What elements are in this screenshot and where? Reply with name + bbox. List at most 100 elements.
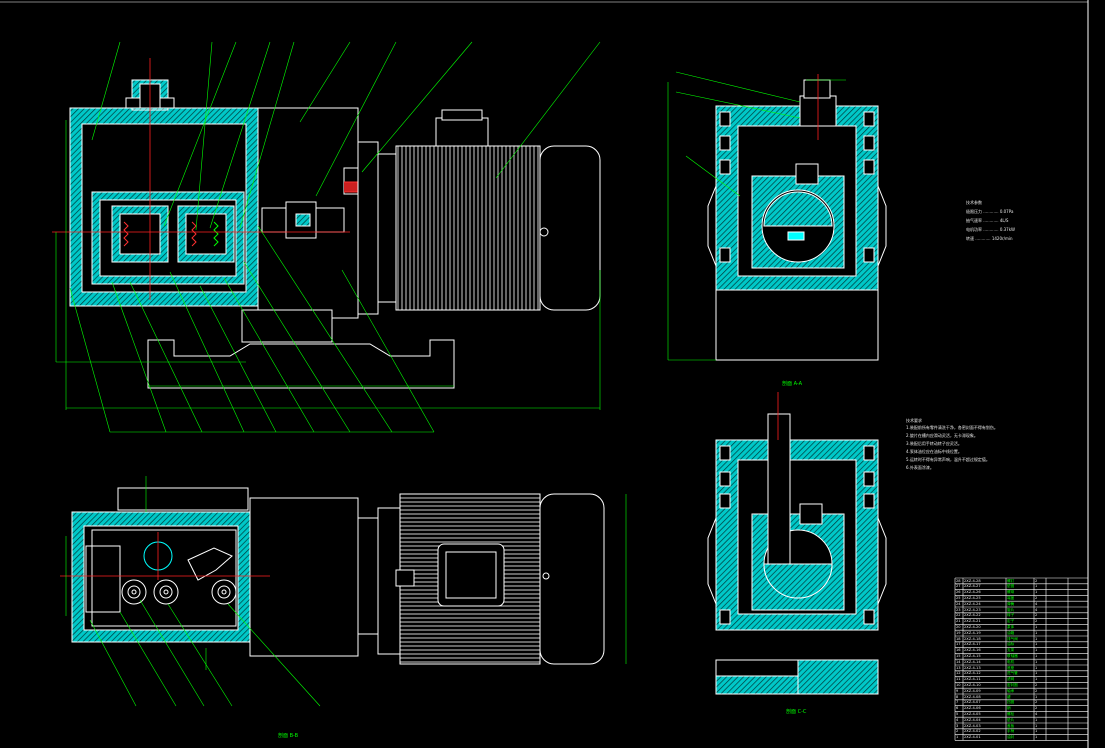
bom-cell-qty: 1 xyxy=(1035,677,1038,682)
front-section-view xyxy=(69,79,601,389)
bom-cell-code: 2XZ-4-16 xyxy=(964,648,981,653)
bom-cell-code: 2XZ-4-04 xyxy=(964,717,981,722)
bom-cell-code: 2XZ-4-22 xyxy=(964,613,981,618)
note-line: 4.泵体油位应在油标中线位置。 xyxy=(906,449,962,454)
bom-cell-code: 2XZ-4-10 xyxy=(964,683,981,687)
bom-cell-name: 端盖 xyxy=(1007,596,1015,600)
bom-cell-qty: 1 xyxy=(1035,729,1038,734)
spec-row: 抽气速率 ............ 4L/S xyxy=(966,218,1076,223)
bom-cell-name: 垫圈 xyxy=(1007,584,1015,589)
bom-cell-code: 2XZ-4-13 xyxy=(964,665,981,670)
bom-cell-qty: 1 xyxy=(1035,723,1038,728)
bom-cell-qty: 1 xyxy=(1035,636,1038,641)
note-line: 6.外表面涂漆。 xyxy=(906,465,934,470)
bom-cell-qty: 1 xyxy=(1035,694,1038,699)
bom-cell-no: 2 xyxy=(956,729,959,734)
bom-cell-no: 26 xyxy=(956,590,961,595)
bom-cell-qty: 4 xyxy=(1035,607,1038,612)
bom-cell-name: 密封圈 xyxy=(1007,683,1018,687)
bom-cell-no: 28 xyxy=(956,578,961,583)
section-a-a-view xyxy=(707,413,887,695)
bom-cell-code: 2XZ-4-25 xyxy=(964,596,981,600)
spec-block: 技术参数 极限压力 ............ 0.07Pa 抽气速率 ......… xyxy=(966,200,1076,245)
notes-block: 技术要求 1.装配前所有零件清洗干净，各密封面不得有划伤。2.旋片在槽内应滑动灵… xyxy=(906,418,1086,473)
section-c-c-label: 剖面 C-C xyxy=(786,709,807,715)
bom-cell-qty: 2 xyxy=(1035,596,1038,600)
note-line: 1.装配前所有零件清洗干净，各密封面不得有划伤。 xyxy=(906,425,998,430)
spec-leader: ............ xyxy=(982,218,1000,223)
bom-cell-qty: 4 xyxy=(1035,712,1038,716)
bom-cell-code: 2XZ-4-14 xyxy=(964,659,981,664)
bom-cell-no: 24 xyxy=(956,601,961,606)
bom-cell-qty: 2 xyxy=(1035,619,1038,624)
bom-cell-qty: 1 xyxy=(1035,671,1038,676)
bom-cell-qty: 2 xyxy=(1035,613,1038,618)
bom-cell-no: 21 xyxy=(956,619,961,624)
bom-cell-no: 22 xyxy=(956,613,961,618)
bom-cell-qty: 2 xyxy=(1035,706,1038,711)
bom-cell-name: 油箱 xyxy=(1007,630,1015,635)
plan-section-label: 剖面 B-B xyxy=(278,733,299,739)
bom-cell-code: 2XZ-4-07 xyxy=(964,700,981,705)
bom-cell-no: 4 xyxy=(956,717,959,722)
bom-cell-name: 泵体 xyxy=(1007,625,1015,629)
bom-cell-name: 螺母 xyxy=(1007,590,1015,595)
spec-value: 1420r/min xyxy=(991,236,1013,241)
bom-cell-name: 旋片 xyxy=(1007,607,1015,612)
spec-title: 技术参数 xyxy=(966,200,982,205)
bom-cell-no: 12 xyxy=(956,671,961,676)
section-a-a-label: 剖面 A-A xyxy=(782,381,803,387)
bom-cell-qty: 2 xyxy=(1035,683,1038,687)
side-dimensions xyxy=(667,71,846,361)
bom-cell-name: 进气管 xyxy=(1007,671,1018,676)
bom-cell-name: 电机 xyxy=(1007,659,1015,664)
bom-cell-no: 18 xyxy=(956,636,961,641)
bom-cell-name: 盖板 xyxy=(1007,723,1015,728)
bom-cell-no: 23 xyxy=(956,607,961,612)
spec-name: 极限压力 xyxy=(966,209,982,214)
bom-cell-code: 2XZ-4-08 xyxy=(964,694,981,699)
bom-cell-code: 2XZ-4-03 xyxy=(964,723,981,728)
spec-value: 0.07Pa xyxy=(999,209,1014,214)
bom-cell-name: 键 xyxy=(1007,694,1011,699)
bom-cell-qty: 1 xyxy=(1035,665,1038,670)
bom-cell-no: 8 xyxy=(956,694,959,699)
spec-row: 极限压力 ............ 0.07Pa xyxy=(966,209,1076,214)
bom-cell-no: 1 xyxy=(956,735,959,740)
bom-cell-code: 2XZ-4-05 xyxy=(964,712,981,716)
bom-table-grid xyxy=(954,577,1089,741)
bom-cell-code: 2XZ-4-09 xyxy=(964,688,981,693)
bom-cell-no: 3 xyxy=(956,723,959,728)
bom-cell-code: 2XZ-4-20 xyxy=(964,625,981,629)
plan-centerlines xyxy=(60,532,270,580)
plan-dimensions xyxy=(65,476,627,707)
bom-cell-name: 联轴器 xyxy=(1007,654,1018,658)
bom-cell-no: 6 xyxy=(956,706,959,711)
bom-cell-code: 2XZ-4-15 xyxy=(964,654,981,658)
bom-cell-qty: 4 xyxy=(1035,601,1038,606)
notes-title: 技术要求 xyxy=(906,418,922,423)
bom-cell-name: 排气阀 xyxy=(1007,636,1018,641)
bom-cell-qty: 1 xyxy=(1035,735,1038,740)
bom-cell-qty: 1 xyxy=(1035,659,1038,664)
bom-cell-no: 19 xyxy=(956,630,961,635)
bom-cell-no: 9 xyxy=(956,688,959,693)
bom-cell-no: 15 xyxy=(956,654,961,658)
bom-cell-code: 2XZ-4-17 xyxy=(964,642,981,647)
note-line: 5.运转时不得有异常声响，温升不超过规定值。 xyxy=(906,457,990,462)
motor-fins xyxy=(395,145,541,311)
spec-leader: ............ xyxy=(982,209,1000,214)
bom-cell-qty: 1 xyxy=(1035,642,1038,647)
spec-row: 转速 ............ 1420r/min xyxy=(966,236,1076,241)
bom-cell-qty: 2 xyxy=(1035,700,1038,705)
bom-cell-name: 支架 xyxy=(1007,648,1015,653)
bom-cell-name: 垫片 xyxy=(1007,717,1015,722)
bom-cell-code: 2XZ-4-23 xyxy=(964,607,981,612)
bom-cell-code: 2XZ-4-11 xyxy=(964,677,981,682)
bom-cell-qty: 1 xyxy=(1035,648,1038,653)
bom-cell-name: 油封 xyxy=(1007,735,1015,740)
bom-cell-name: 底座 xyxy=(1007,665,1015,670)
bom-cell-qty: 1 xyxy=(1035,590,1038,595)
